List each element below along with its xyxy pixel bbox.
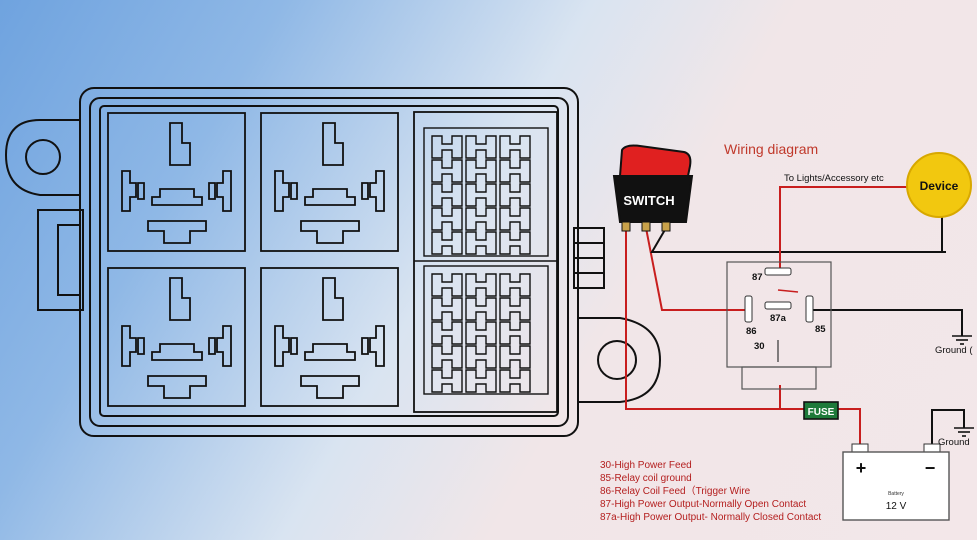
inline-fuse: FUSE	[803, 401, 839, 420]
legend-item: 87a-High Power Output- Normally Closed C…	[600, 512, 821, 523]
fuse-slot	[465, 135, 497, 159]
fuse-slot	[465, 231, 497, 255]
wire-85-ground	[810, 309, 963, 336]
battery-plus: +	[856, 458, 867, 478]
wire-fuse-to-battery	[838, 408, 861, 450]
ground-label-battery: Ground	[938, 437, 970, 448]
fuse-slot	[431, 135, 463, 159]
relay-socket-3	[107, 267, 246, 407]
relay-pin-87: 87	[752, 272, 763, 283]
legend-item: 86-Relay Coil Feed（Trigger Wire	[600, 485, 751, 497]
legend-item: 87-High Power Output-Normally Open Conta…	[600, 499, 806, 510]
device-label: Device	[920, 179, 959, 193]
fuse-slot	[499, 135, 531, 159]
fuse-slot	[499, 207, 531, 231]
wire-switch-to-86	[645, 227, 748, 311]
battery-minus: −	[925, 458, 936, 478]
wire-battery-ground	[931, 409, 965, 450]
relay-pin-86: 86	[746, 326, 757, 337]
ground-symbol-right	[952, 335, 972, 345]
fuse-slot	[431, 345, 463, 369]
relay: 87 87a 86 85 30	[726, 261, 832, 390]
fuse-slot	[431, 321, 463, 345]
relay-pin-87a: 87a	[770, 313, 787, 324]
fuse-slot	[499, 231, 531, 255]
fuse-slot	[431, 273, 463, 297]
relay-socket-2	[260, 112, 399, 252]
fuse-slot	[431, 183, 463, 207]
wire-87-to-device	[779, 186, 908, 268]
fuse-slot	[431, 207, 463, 231]
battery-voltage: 12 V	[886, 501, 907, 512]
fuse-slot	[431, 369, 463, 393]
fuse-slot	[465, 297, 497, 321]
fuse-slot	[431, 231, 463, 255]
fuse-slot	[465, 369, 497, 393]
fuse-slot	[465, 159, 497, 183]
fuse-slot	[465, 345, 497, 369]
diagram-title: Wiring diagram	[724, 141, 818, 157]
ground-label-right: Ground (	[935, 345, 973, 356]
rocker-switch: SWITCH	[612, 144, 694, 232]
legend-item: 30-High Power Feed	[600, 460, 692, 471]
fuse-slot	[465, 207, 497, 231]
fuse-slot	[499, 369, 531, 393]
wire-switch-ground	[650, 227, 946, 253]
fuse-slot	[431, 297, 463, 321]
fuse-slot	[499, 273, 531, 297]
pin-legend: 30-High Power Feed 85-Relay coil ground …	[600, 460, 821, 523]
switch-label: SWITCH	[623, 193, 674, 208]
fuse-slot	[465, 183, 497, 207]
fuse-slot	[431, 159, 463, 183]
relay-pin-85: 85	[815, 324, 826, 335]
fuse-slots	[431, 135, 531, 393]
ground-symbol-battery	[954, 427, 974, 437]
wire-switch-feed	[625, 228, 804, 410]
fuse-slot	[465, 321, 497, 345]
fuse-slot	[499, 321, 531, 345]
to-lights-label: To Lights/Accessory etc	[784, 173, 884, 184]
relay-socket-1	[107, 112, 246, 252]
fuse-slot	[499, 159, 531, 183]
device: Device	[906, 152, 972, 218]
battery-small-label: Battery	[888, 491, 904, 497]
fuse-slot	[499, 345, 531, 369]
fuse-label: FUSE	[808, 407, 835, 418]
wires	[625, 186, 965, 450]
legend-item: 85-Relay coil ground	[600, 473, 692, 484]
fuse-slot	[499, 297, 531, 321]
fuse-slot	[499, 183, 531, 207]
fuse-box	[4, 87, 662, 437]
relay-pin-30: 30	[754, 341, 765, 352]
battery: + − Battery 12 V	[842, 443, 950, 521]
relay-socket-4	[260, 267, 399, 407]
fuse-block	[413, 111, 558, 413]
fuse-slot	[465, 273, 497, 297]
